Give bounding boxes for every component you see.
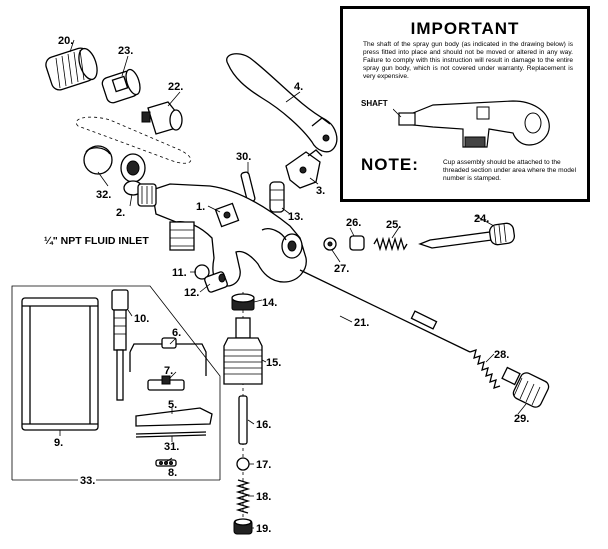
label-20: 20. (58, 35, 73, 47)
part-8-screws (155, 459, 177, 467)
part-14-nut (231, 293, 255, 311)
label-10: 10. (134, 313, 149, 325)
part-6-clamp (129, 337, 207, 376)
part-9-cup (21, 297, 99, 431)
leader-lines (12, 39, 527, 529)
label-30: 30. (236, 151, 251, 163)
part-labels: 20. 23. 22. 4. 32. 2. 1. 30. 3. 13. 26. … (44, 35, 529, 535)
label-16: 16. (256, 419, 271, 431)
label-2: 2. (116, 207, 125, 219)
label-5: 5. (168, 399, 177, 411)
label-6: 6. (172, 327, 181, 339)
part-16-stem (238, 395, 248, 445)
important-text: The shaft of the spray gun body (as indi… (363, 41, 573, 80)
part-28-spring (469, 349, 501, 389)
label-31: 31. (164, 441, 179, 453)
part-2-air-cap (120, 153, 146, 196)
part-17-ball (236, 457, 250, 471)
label-15: 15. (266, 357, 281, 369)
part-26-bushing (349, 235, 365, 251)
gasket-outline (75, 116, 192, 164)
important-title: IMPORTANT (410, 19, 520, 38)
kit-box-outline (11, 285, 221, 480)
part-4-trigger (226, 53, 338, 153)
part-1-gun-body (137, 183, 307, 287)
important-notice: IMPORTANT The shaft of the spray gun bod… (340, 6, 590, 202)
label-24: 24. (474, 213, 489, 225)
part-18-spring (235, 479, 251, 514)
label-18: 18. (256, 491, 271, 503)
label-11: 11. (172, 267, 187, 279)
label-12: 12. (184, 287, 199, 299)
part-7-gasket (147, 375, 185, 391)
note-text: Cup assembly should be attached to the t… (443, 159, 577, 182)
part-19-cap (233, 518, 253, 535)
label-22: 22. (168, 81, 183, 93)
part-20-knob (45, 47, 98, 91)
label-19: 19. (256, 523, 271, 535)
label-28: 28. (494, 349, 509, 361)
part-13-spacer (269, 181, 285, 213)
gun-body-drawing (393, 100, 550, 148)
part-29-knob (501, 366, 550, 408)
part-21-rod (299, 269, 471, 353)
label-14: 14. (262, 297, 277, 309)
label-1: 1. (196, 201, 205, 213)
part-5-wrench (135, 407, 213, 427)
label-23: 23. (118, 45, 133, 57)
part-31-strip (135, 431, 207, 438)
shaft-label: SHAFT (361, 99, 388, 108)
part-25-spring (373, 236, 408, 252)
label-4: 4. (294, 81, 303, 93)
label-32: 32. (96, 189, 111, 201)
label-27: 27. (334, 263, 349, 275)
label-29: 29. (514, 413, 529, 425)
label-33: 33. (80, 475, 95, 487)
part-22-tip (141, 101, 183, 135)
label-9: 9. (54, 437, 63, 449)
note-title: NOTE: (361, 155, 419, 174)
part-32-gasket (83, 145, 113, 175)
fluid-inlet-label: ¼" NPT FLUID INLET (44, 235, 149, 247)
label-25: 25. (386, 219, 401, 231)
label-21: 21. (354, 317, 369, 329)
label-13: 13. (288, 211, 303, 223)
part-23-sleeve (101, 68, 141, 104)
part-15-valve (223, 317, 263, 385)
part-3-bracket (285, 149, 323, 189)
part-12-nut (204, 271, 228, 293)
label-17: 17. (256, 459, 271, 471)
label-7: 7. (164, 365, 173, 377)
label-26: 26. (346, 217, 361, 229)
label-8: 8. (168, 467, 177, 479)
label-3: 3. (316, 185, 325, 197)
part-10-tube (111, 289, 129, 401)
part-27-washer (323, 237, 337, 251)
part-24-needle (418, 222, 516, 249)
